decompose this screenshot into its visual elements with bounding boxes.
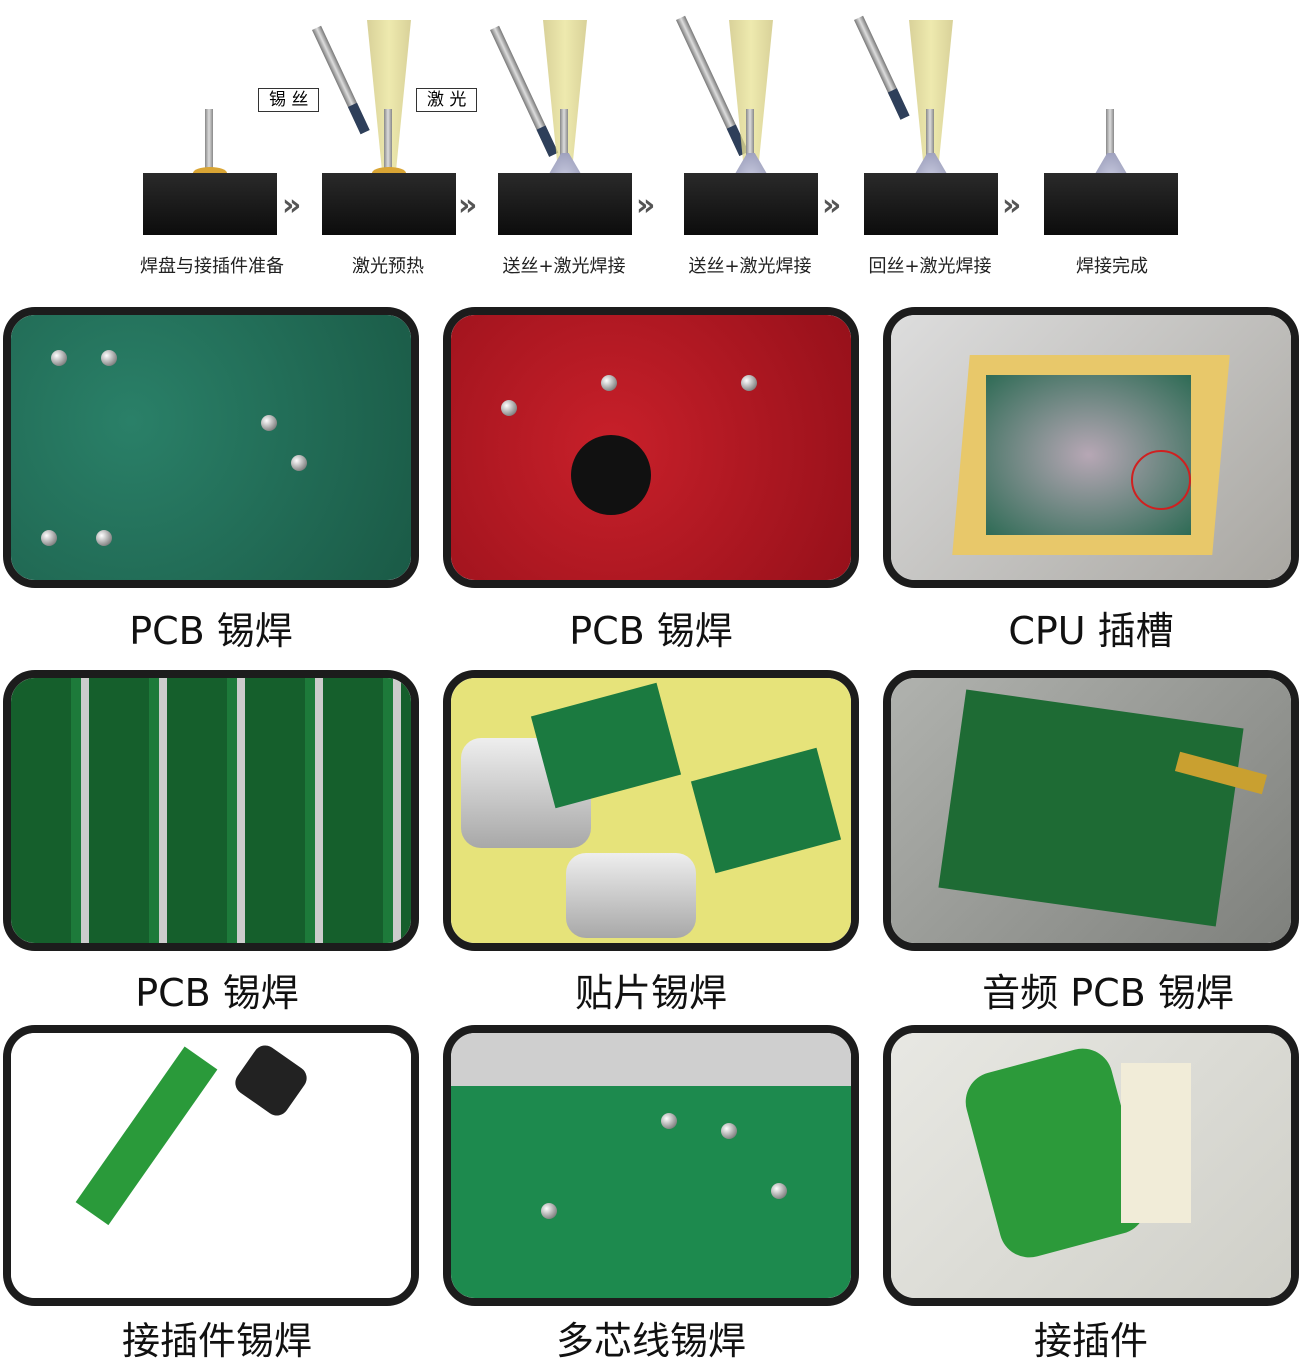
caption: 接插件 (1033, 1319, 1148, 1358)
pcb-block (1044, 173, 1178, 235)
photo-pcb-green (3, 307, 419, 588)
arrow-icon: » (636, 188, 656, 223)
pcb-block (498, 173, 632, 235)
step-label: 焊接完成 (1076, 256, 1148, 277)
step-label: 送丝+激光焊接 (502, 256, 626, 277)
step-4 (676, 15, 824, 235)
caption: 多芯线锡焊 (555, 1319, 746, 1358)
connector-pin (384, 109, 392, 179)
pcb-block (143, 173, 277, 235)
pcb-block (684, 173, 818, 235)
step-3 (490, 20, 638, 235)
caption: PCB 锡焊 (129, 609, 293, 653)
callout-solder-wire: 锡 丝 (258, 88, 320, 112)
photo-usb-c-connectors (443, 670, 859, 951)
connector-pin (746, 109, 754, 179)
caption: CPU 插槽 (1008, 609, 1174, 653)
photo-cpu-socket (883, 307, 1299, 588)
photo-connector-sensor (3, 1025, 419, 1306)
step-2 (312, 20, 462, 235)
step-label: 送丝+激光焊接 (688, 256, 812, 277)
step-5 (854, 15, 1004, 235)
photo-multicore-cable (443, 1025, 859, 1306)
step-1 (143, 20, 283, 235)
step-label: 焊盘与接插件准备 (140, 256, 284, 277)
step-6 (1044, 20, 1184, 235)
arrow-icon: » (822, 188, 842, 223)
pcb-block (322, 173, 456, 235)
caption: PCB 锡焊 (135, 971, 299, 1015)
connector-pin (560, 109, 568, 179)
caption: PCB 锡焊 (569, 609, 733, 653)
arrow-icon: » (1002, 188, 1022, 223)
photo-connector (883, 1025, 1299, 1306)
caption: 贴片锡焊 (574, 971, 727, 1015)
arrow-icon: » (282, 188, 302, 223)
callout-laser: 激 光 (416, 88, 478, 112)
connector-pin (1106, 109, 1114, 179)
arrow-icon: » (458, 188, 478, 223)
caption: 音频 PCB 锡焊 (982, 971, 1234, 1015)
step-label: 回丝+激光焊接 (868, 256, 992, 277)
connector-pin (205, 109, 213, 179)
photo-pcb-red (443, 307, 859, 588)
solder-wire (312, 25, 370, 135)
step-label: 激光预热 (352, 256, 424, 277)
solder-wire (854, 15, 910, 120)
connector-pin (926, 109, 934, 179)
photo-audio-pcb (883, 670, 1299, 951)
photo-pcb-smd (3, 670, 419, 951)
caption: 接插件锡焊 (121, 1319, 312, 1358)
pcb-block (864, 173, 998, 235)
